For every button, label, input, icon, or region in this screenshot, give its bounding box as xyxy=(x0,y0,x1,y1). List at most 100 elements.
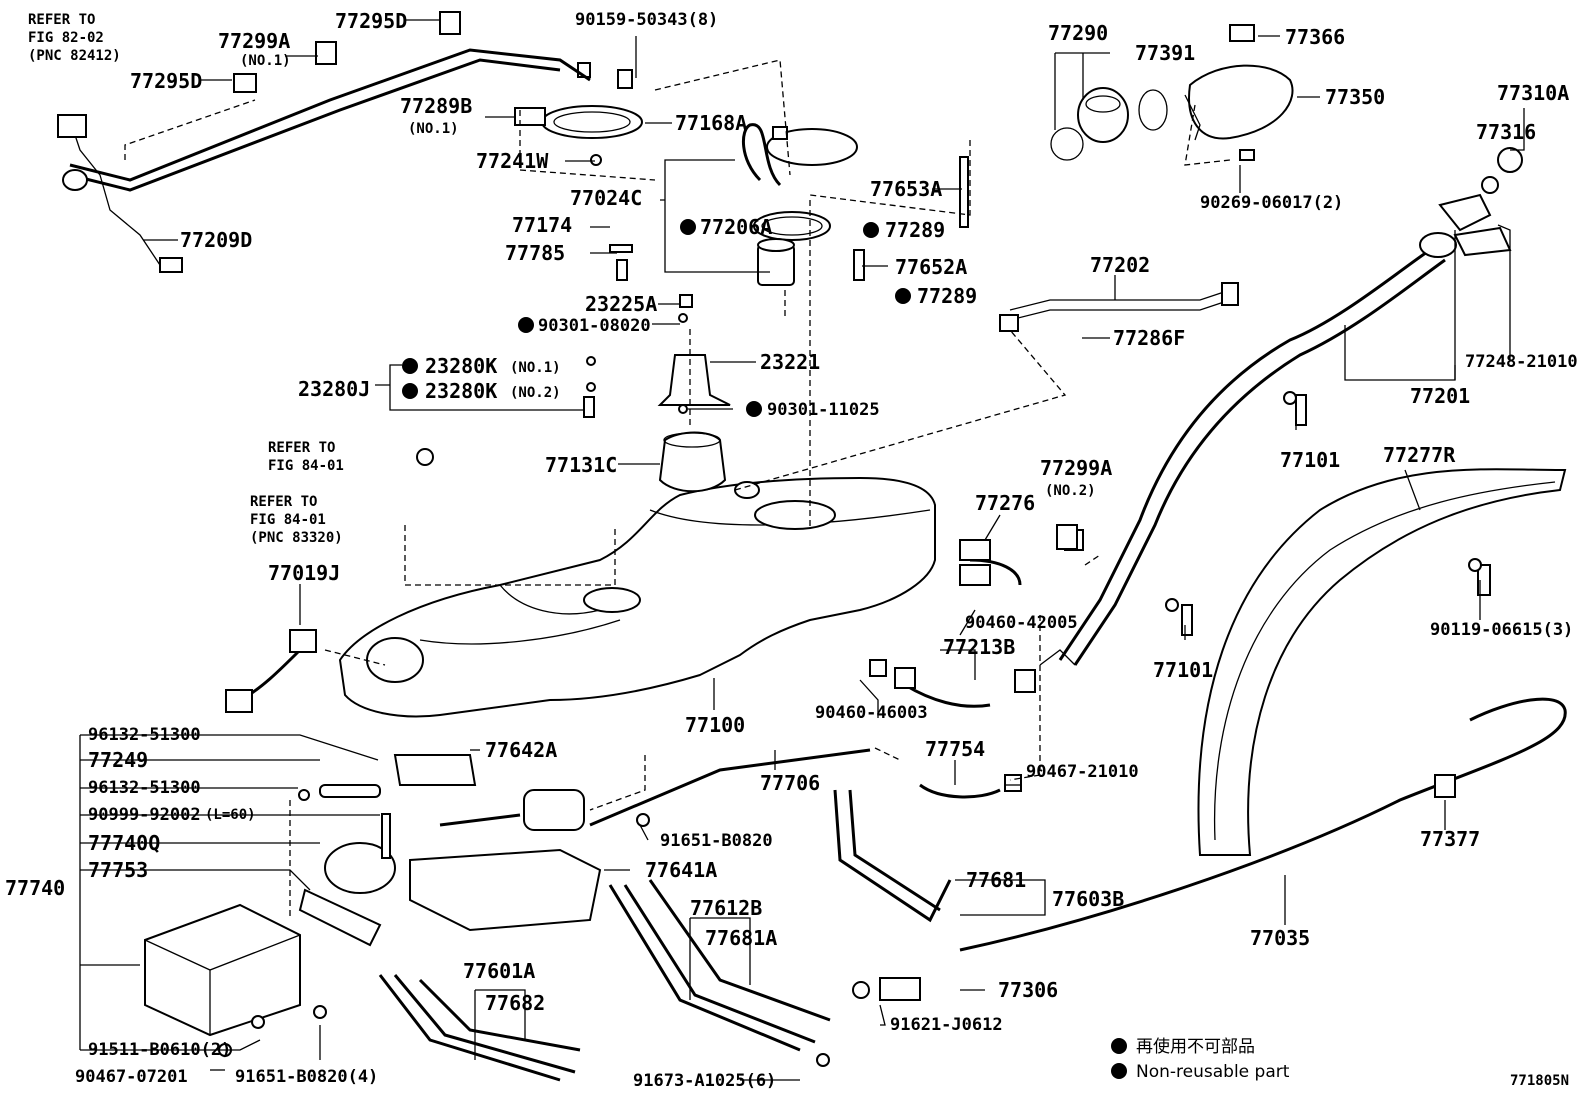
part-label-77174[interactable]: 77174 xyxy=(512,213,572,237)
part-label-91651-B0820[interactable]: 91651-B0820 xyxy=(660,831,773,851)
dashed-assembly-lines xyxy=(124,59,1231,920)
part-label-77289B-note: (NO.1) xyxy=(408,121,459,137)
figure-id: 771805N xyxy=(1510,1073,1569,1089)
part-label-90999-92002[interactable]: 90999-92002 xyxy=(88,805,201,825)
part-label-77202[interactable]: 77202 xyxy=(1090,253,1150,277)
part-label-77612B[interactable]: 77612B xyxy=(690,896,762,920)
fuel-cap-drawings xyxy=(1050,24,1523,194)
part-label-23280J[interactable]: 23280J xyxy=(298,377,370,401)
part-label-77168A[interactable]: 77168A xyxy=(675,111,747,135)
part-label-77101-lower[interactable]: 77101 xyxy=(1153,658,1213,682)
refer-note-1-line2: FIG 82-02 xyxy=(28,30,104,46)
legend-label-english: Non-reusable part xyxy=(1136,1062,1290,1082)
part-label-77653A[interactable]: 77653A xyxy=(870,177,942,201)
part-label-77277R[interactable]: 77277R xyxy=(1383,443,1456,467)
part-label-77310A[interactable]: 77310A xyxy=(1497,81,1569,105)
part-label-77350[interactable]: 77350 xyxy=(1325,85,1385,109)
part-label-90301-11025[interactable]: 90301-11025 xyxy=(767,400,880,420)
part-label-77754[interactable]: 77754 xyxy=(925,737,985,761)
part-label-77652A[interactable]: 77652A xyxy=(895,255,967,279)
part-label-77201[interactable]: 77201 xyxy=(1410,384,1470,408)
part-label-77024C[interactable]: 77024C xyxy=(570,186,642,210)
part-label-77681[interactable]: 77681 xyxy=(966,868,1026,892)
part-label-23225A[interactable]: 23225A xyxy=(585,292,657,316)
refer-note-3-line1: REFER TO xyxy=(250,494,317,510)
part-label-77286F[interactable]: 77286F xyxy=(1113,326,1185,350)
reference-notes: REFER TO FIG 82-02 (PNC 82412) REFER TO … xyxy=(28,12,344,546)
part-label-77035[interactable]: 77035 xyxy=(1250,926,1310,950)
part-label-23221[interactable]: 23221 xyxy=(760,350,820,374)
part-label-77377[interactable]: 77377 xyxy=(1420,827,1480,851)
part-label-96132-51300-lower[interactable]: 96132-51300 xyxy=(88,778,201,798)
part-label-77366[interactable]: 77366 xyxy=(1285,25,1345,49)
part-label-77276[interactable]: 77276 xyxy=(975,491,1035,515)
part-label-91621-J0612[interactable]: 91621-J0612 xyxy=(890,1015,1003,1035)
part-label-96132-51300-upper[interactable]: 96132-51300 xyxy=(88,725,201,745)
part-label-90467-07201[interactable]: 90467-07201 xyxy=(75,1067,188,1087)
part-label-77603B[interactable]: 77603B xyxy=(1052,887,1124,911)
refer-note-2-line2: FIG 84-01 xyxy=(268,458,344,474)
part-label-77101-upper[interactable]: 77101 xyxy=(1280,448,1340,472)
part-label-77391[interactable]: 77391 xyxy=(1135,41,1195,65)
part-label-77289B[interactable]: 77289B xyxy=(400,94,472,118)
fuel-tank-drawing xyxy=(338,476,936,718)
part-label-77740[interactable]: 77740 xyxy=(5,876,65,900)
part-label-77249[interactable]: 77249 xyxy=(88,748,148,772)
non-reusable-markers xyxy=(402,219,1127,1079)
part-label-91511-B0610[interactable]: 91511-B0610(2) xyxy=(88,1040,231,1060)
tank-straps-drawings xyxy=(378,697,1567,1082)
part-label-77642A[interactable]: 77642A xyxy=(485,738,557,762)
pump-assembly-drawings xyxy=(514,62,969,493)
part-label-77248-21010[interactable]: 77248-21010 xyxy=(1465,352,1578,372)
part-label-77682[interactable]: 77682 xyxy=(485,991,545,1015)
part-label-90460-42005[interactable]: 90460-42005 xyxy=(965,613,1078,633)
part-label-91651-B0820-4[interactable]: 91651-B0820(4) xyxy=(235,1067,378,1087)
part-label-77100[interactable]: 77100 xyxy=(685,713,745,737)
part-label-77785[interactable]: 77785 xyxy=(505,241,565,265)
part-label-90159-50343[interactable]: 90159-50343(8) xyxy=(575,10,718,30)
part-label-77295D-top[interactable]: 77295D xyxy=(335,9,407,33)
refer-note-1-line1: REFER TO xyxy=(28,12,95,28)
part-label-77641A[interactable]: 77641A xyxy=(645,858,717,882)
part-label-77241W[interactable]: 77241W xyxy=(476,149,549,173)
leader-lines xyxy=(79,19,1525,1081)
legend: 再使用不可部品 Non-reusable part xyxy=(1136,1036,1290,1082)
part-label-77295D-left[interactable]: 77295D xyxy=(130,69,202,93)
part-label-77706[interactable]: 77706 xyxy=(760,771,820,795)
part-label-77290[interactable]: 77290 xyxy=(1048,21,1108,45)
part-label-90119-06615[interactable]: 90119-06615(3) xyxy=(1430,620,1573,640)
part-label-77299A-no2[interactable]: 77299A xyxy=(1040,456,1112,480)
part-label-77316[interactable]: 77316 xyxy=(1476,120,1536,144)
canister-drawings xyxy=(144,748,871,1037)
part-label-77019J[interactable]: 77019J xyxy=(268,561,340,585)
part-label-23280K-no1[interactable]: 23280K xyxy=(425,354,497,378)
part-label-77681A[interactable]: 77681A xyxy=(705,926,777,950)
part-label-23280K-no2[interactable]: 23280K xyxy=(425,379,497,403)
part-label-23280K-no2-note: (NO.2) xyxy=(510,385,561,401)
refer-note-2-line1: REFER TO xyxy=(268,440,335,456)
part-label-90999-92002-note: (L=60) xyxy=(205,807,256,823)
part-label-90467-21010[interactable]: 90467-21010 xyxy=(1026,762,1139,782)
part-label-90460-46003[interactable]: 90460-46003 xyxy=(815,703,928,723)
part-label-77213B[interactable]: 77213B xyxy=(943,635,1015,659)
part-label-77740Q[interactable]: 77740Q xyxy=(88,831,160,855)
refer-note-3-line2: FIG 84-01 xyxy=(250,512,326,528)
part-label-77299A-no2-note: (NO.2) xyxy=(1045,483,1096,499)
part-label-90269-06017[interactable]: 90269-06017(2) xyxy=(1200,193,1343,213)
part-label-77131C[interactable]: 77131C xyxy=(545,453,617,477)
hoses-drawings xyxy=(225,524,1078,799)
part-label-77299A-no1[interactable]: 77299A xyxy=(218,29,290,53)
part-label-77289-upper[interactable]: 77289 xyxy=(885,218,945,242)
refer-note-1-line3: (PNC 82412) xyxy=(28,48,121,64)
part-label-77289-lower[interactable]: 77289 xyxy=(917,284,977,308)
part-label-77601A[interactable]: 77601A xyxy=(463,959,535,983)
part-label-77209D[interactable]: 77209D xyxy=(180,228,252,252)
part-label-77206A[interactable]: 77206A xyxy=(700,215,772,239)
part-label-77753[interactable]: 77753 xyxy=(88,858,148,882)
part-label-91673-A1025[interactable]: 91673-A1025(6) xyxy=(633,1071,776,1091)
part-label-90301-08020[interactable]: 90301-08020 xyxy=(538,316,651,336)
part-label-77306[interactable]: 77306 xyxy=(998,978,1058,1002)
part-number-labels: 77295D 77299A (NO.1) 77295D 90159-50343(… xyxy=(5,9,1578,1091)
